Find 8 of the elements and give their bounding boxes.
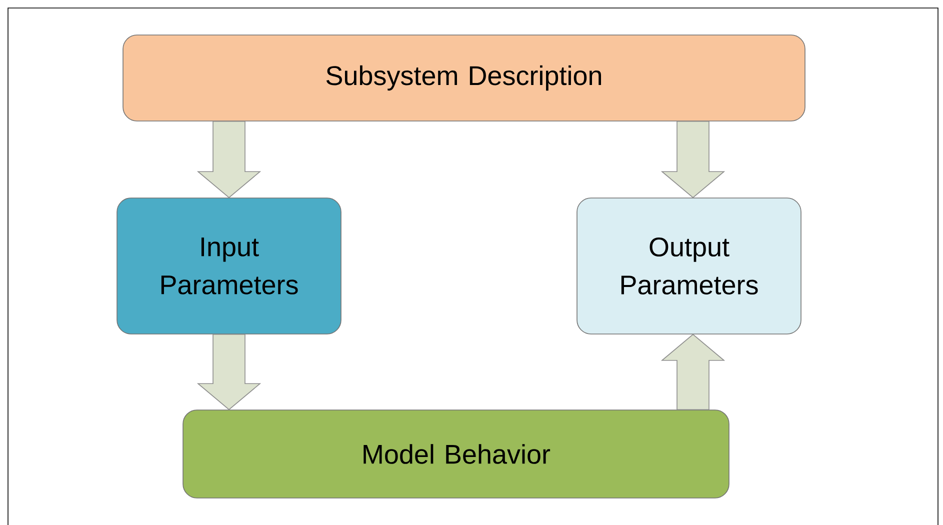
- process-box: Model Behavior: [182, 410, 730, 498]
- block-arrow: [196, 121, 262, 198]
- block-arrow: [660, 121, 726, 198]
- process-box: Output Parameters: [576, 198, 802, 334]
- process-box: Input Parameters: [116, 198, 342, 334]
- block-arrow: [196, 334, 262, 410]
- process-box: Subsystem Description: [122, 34, 806, 122]
- block-arrow: [660, 334, 726, 410]
